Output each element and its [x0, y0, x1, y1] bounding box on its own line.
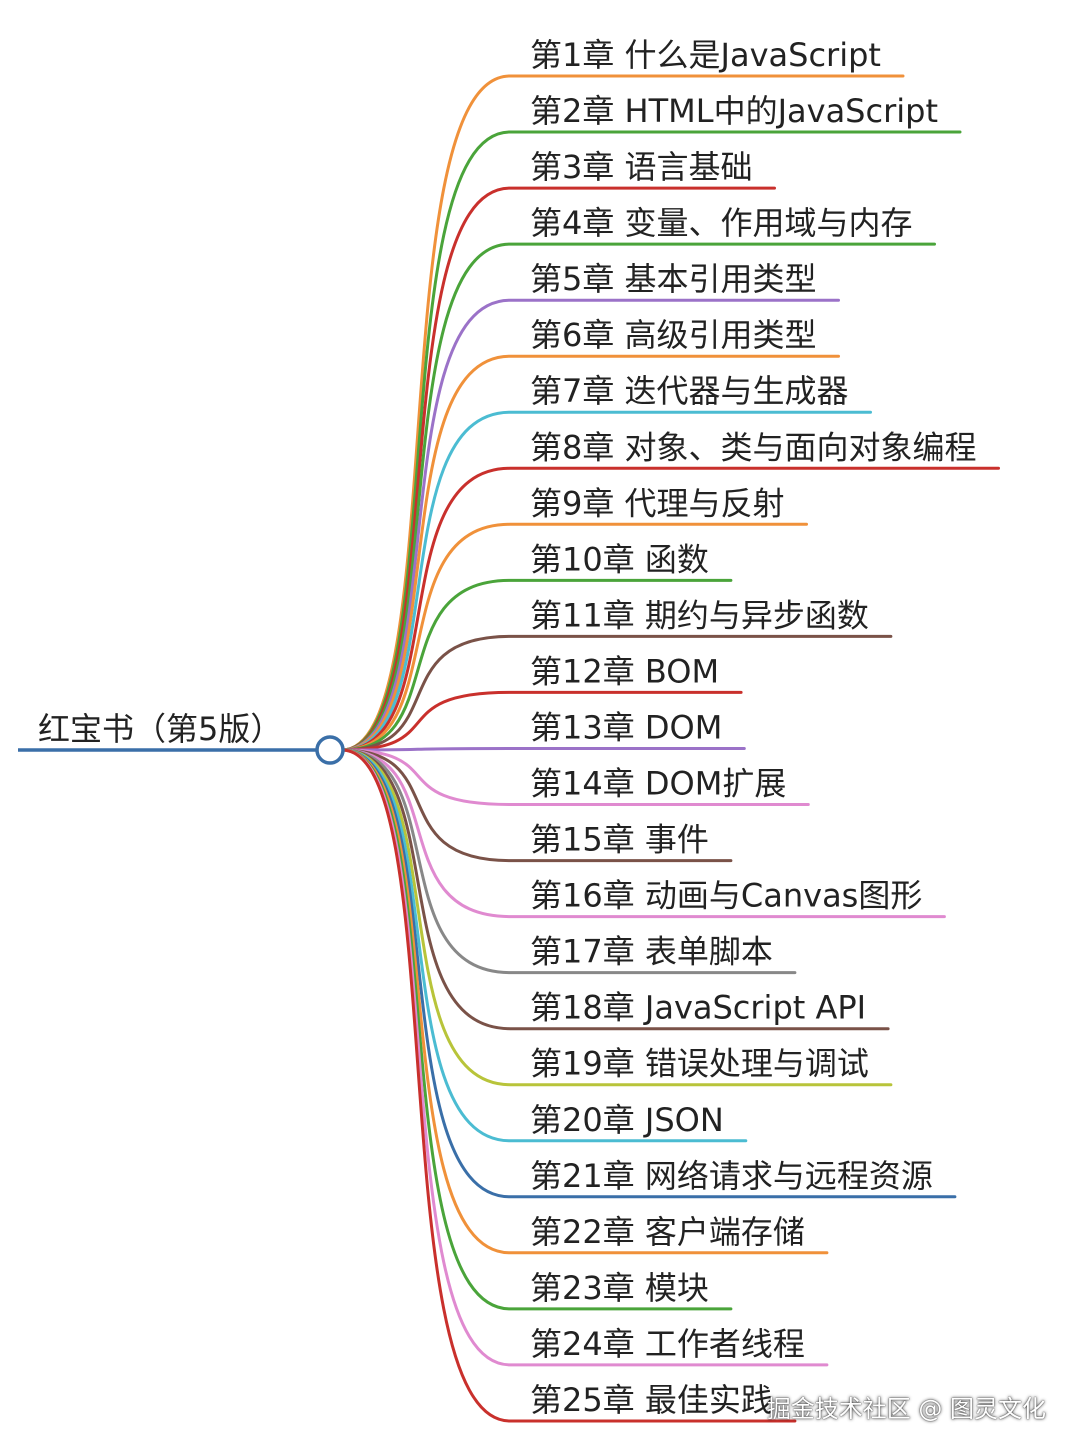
branch-label-22: 第22章 客户端存储 — [530, 1213, 805, 1251]
branch-connector-5 — [340, 298, 840, 752]
branch-label-25: 第25章 最佳实践 — [530, 1381, 773, 1419]
branch-label-14: 第14章 DOM扩展 — [530, 765, 786, 803]
branch-label-10: 第10章 函数 — [530, 540, 709, 578]
root-topic-label: 红宝书（第5版） — [38, 710, 282, 748]
branch-label-1: 第1章 什么是JavaScript — [530, 36, 881, 74]
branch-connector-10 — [340, 578, 733, 752]
branch-connector-15 — [340, 748, 733, 863]
branch-label-20: 第20章 JSON — [530, 1101, 724, 1139]
branch-label-8: 第8章 对象、类与面向对象编程 — [530, 428, 977, 466]
branch-label-9: 第9章 代理与反射 — [530, 484, 785, 522]
branch-connector-9 — [340, 522, 808, 752]
branch-label-17: 第17章 表单脚本 — [530, 933, 773, 971]
branch-connector-12 — [340, 690, 743, 752]
branch-connector-13 — [340, 747, 746, 752]
branch-connector-8 — [340, 466, 1000, 752]
branch-label-7: 第7章 迭代器与生成器 — [530, 372, 849, 410]
branch-connector-3 — [340, 186, 776, 752]
branch-label-18: 第18章 JavaScript API — [530, 989, 866, 1027]
branch-labels: 第1章 什么是JavaScript 第2章 HTML中的JavaScript 第3章… — [530, 36, 977, 1419]
branch-label-24: 第24章 工作者线程 — [530, 1325, 805, 1363]
branch-label-16: 第16章 动画与Canvas图形 — [530, 877, 922, 915]
branch-connector-4 — [340, 242, 936, 752]
branch-connector-6 — [340, 354, 840, 752]
branch-label-4: 第4章 变量、作用域与内存 — [530, 204, 913, 242]
branch-connector-14 — [340, 748, 810, 806]
branch-label-5: 第5章 基本引用类型 — [530, 260, 817, 298]
branch-connector-25 — [340, 748, 797, 1423]
branch-connector-11 — [340, 634, 893, 752]
branch-label-21: 第21章 网络请求与远程资源 — [530, 1157, 933, 1195]
branch-label-11: 第11章 期约与异步函数 — [530, 596, 869, 634]
branch-label-12: 第12章 BOM — [530, 652, 719, 690]
branch-connector-16 — [340, 748, 946, 919]
branch-connector-7 — [340, 410, 872, 752]
watermark-text: 掘金技术社区 @ 图灵文化 — [766, 1395, 1046, 1423]
branch-label-13: 第13章 DOM — [530, 708, 722, 746]
root-node-circle[interactable] — [315, 735, 345, 765]
branch-connector-21 — [340, 748, 957, 1199]
branch-connectors — [340, 74, 1000, 1423]
branch-label-19: 第19章 错误处理与调试 — [530, 1045, 869, 1083]
branch-label-6: 第6章 高级引用类型 — [530, 316, 817, 354]
branch-label-3: 第3章 语言基础 — [530, 148, 753, 186]
branch-label-2: 第2章 HTML中的JavaScript — [530, 92, 938, 130]
branch-connector-19 — [340, 748, 893, 1087]
branch-connector-18 — [340, 748, 890, 1031]
branch-connector-20 — [340, 748, 748, 1143]
branch-connector-17 — [340, 748, 797, 975]
branch-label-15: 第15章 事件 — [530, 821, 709, 859]
branch-label-23: 第23章 模块 — [530, 1269, 709, 1307]
